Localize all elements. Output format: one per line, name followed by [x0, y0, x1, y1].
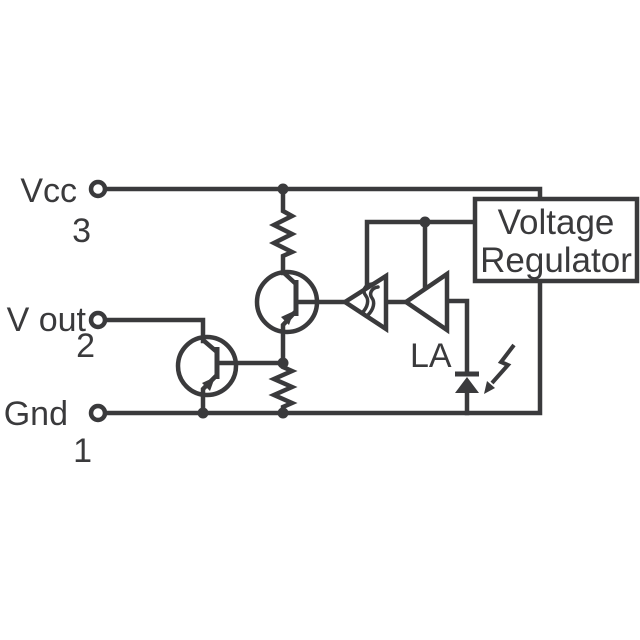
- vcc-rail-wire: [104, 186, 543, 203]
- amplifier-label: LA: [410, 337, 452, 375]
- amp-output-wire: [444, 298, 470, 377]
- photodiode: [455, 371, 479, 393]
- junction-dot: [277, 407, 289, 419]
- linear-amplifier: [402, 269, 450, 335]
- hysteresis-squiggle-icon: [366, 285, 380, 317]
- hysteresis-squiggle-icon: [360, 282, 374, 315]
- voltage-regulator-label-line2: Regulator: [480, 241, 632, 280]
- light-arrow-icon: [484, 343, 516, 394]
- vout-wire: [104, 317, 206, 344]
- light-bolt-zigzag: [490, 343, 516, 385]
- gnd-rail-wire: [104, 279, 543, 416]
- pin-number-vout: 2: [76, 327, 95, 365]
- pin-label-gnd: Gnd: [4, 395, 68, 433]
- junction-dot: [277, 357, 289, 369]
- terminal-vout: [88, 310, 108, 330]
- voltage-regulator-block: Voltage Regulator: [472, 196, 640, 284]
- pin-label-vcc: Vcc: [20, 172, 77, 210]
- schmitt-amplifier: [340, 271, 389, 334]
- terminal-gnd: [88, 403, 108, 423]
- transistor-upper-collector: [281, 270, 298, 286]
- voltage-regulator-label-line1: Voltage: [498, 203, 615, 242]
- pin-number-vcc: 3: [72, 212, 91, 250]
- resistor-lower: [268, 360, 298, 416]
- pin-label-vout: V out: [7, 301, 87, 339]
- transistor-upper: [254, 269, 320, 363]
- photodiode-triangle: [455, 377, 479, 393]
- transistor-upper-emitter-arrow-icon: [281, 311, 294, 325]
- light-bolt-arrowhead: [484, 381, 495, 394]
- resistor-upper: [268, 186, 298, 276]
- transistor-lower-emitter-arrow-icon: [202, 377, 215, 391]
- regulator-feed-wire: [364, 219, 478, 294]
- junction-dot: [277, 183, 289, 195]
- transistor-upper-body: [254, 269, 320, 335]
- junction-dot: [197, 407, 209, 419]
- pin-number-gnd: 1: [73, 432, 92, 470]
- transistor-lower-body: [175, 334, 239, 398]
- terminal-vcc: [88, 179, 108, 199]
- voltage-regulator-box: [472, 196, 640, 284]
- transistor-lower-collector: [201, 338, 219, 354]
- linear-amplifier-triangle: [402, 269, 450, 335]
- junction-dot: [419, 216, 431, 228]
- transistor-lower: [175, 334, 239, 413]
